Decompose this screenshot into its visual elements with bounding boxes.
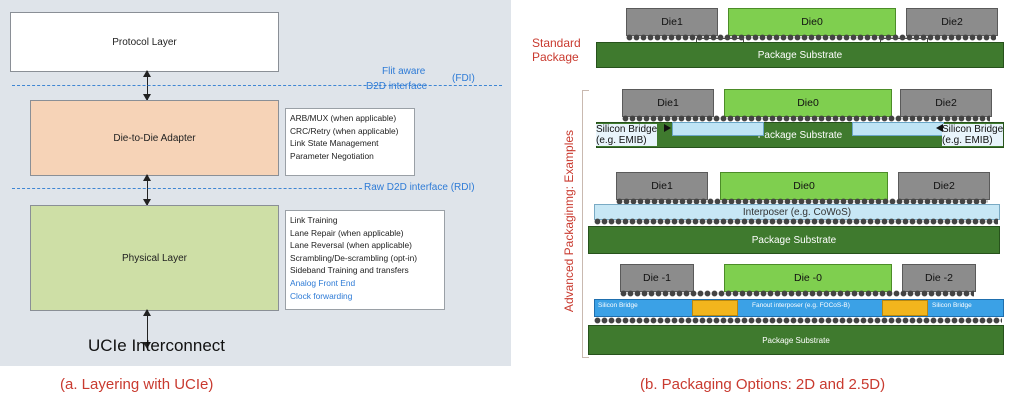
adapter-layer-label: Die-to-Die Adapter xyxy=(113,132,196,144)
emib-bumps xyxy=(622,115,990,122)
cowos-die1: Die1 xyxy=(616,172,708,200)
std-die0: Die0 xyxy=(728,8,896,36)
fo-bottom-bumps xyxy=(594,317,1002,324)
physical-function-analog: Analog Front End xyxy=(290,277,356,288)
cowos-die0: Die0 xyxy=(720,172,888,200)
adapter-function: Parameter Negotiation xyxy=(290,150,374,161)
rdi-arrow xyxy=(143,174,151,206)
fdi-abbr: (FDI) xyxy=(452,73,475,84)
protocol-layer-label: Protocol Layer xyxy=(112,36,177,48)
cowos-top-bumps xyxy=(616,198,988,205)
emib-bridge-right xyxy=(852,122,944,136)
std-bumps xyxy=(626,34,996,41)
layering-caption: (a. Layering with UCIe) xyxy=(60,376,214,393)
cowos-substrate: Package Substrate xyxy=(588,226,1000,254)
emib-bridge-left xyxy=(672,122,764,136)
fdi-dashed-line xyxy=(12,85,502,86)
fo-bridge-left-label: Silicon Bridge xyxy=(598,302,638,309)
physical-layer-box: Physical Layer xyxy=(30,205,279,311)
emib-arrow-left-icon xyxy=(664,124,671,132)
adapter-layer-box: Die-to-Die Adapter xyxy=(30,100,279,176)
packaging-caption: (b. Packaging Options: 2D and 2.5D) xyxy=(640,376,886,393)
standard-package-label: Standard Package xyxy=(532,36,581,64)
physical-function: Scrambling/De-scrambling (opt-in) xyxy=(290,252,418,263)
protocol-layer-box: Protocol Layer xyxy=(10,12,279,72)
physical-function: Sideband Training and transfers xyxy=(290,265,409,276)
physical-functions-box: Link Training Lane Repair (when applicab… xyxy=(285,210,445,310)
packaging-panel: Standard Package Advanced Packaginmg: Ex… xyxy=(512,0,1024,366)
emib-die1: Die1 xyxy=(622,89,714,117)
cowos-bottom-bumps xyxy=(594,218,998,225)
emib-die0: Die0 xyxy=(724,89,892,117)
fo-die1: Die -1 xyxy=(620,264,694,292)
rdi-label: Raw D2D interface (RDI) xyxy=(364,182,475,193)
fo-interposer-label: Fanout interposer (e.g. FOCoS-B) xyxy=(752,302,850,309)
physical-function: Lane Reversal (when applicable) xyxy=(290,240,412,251)
fo-bridge-right-label: Silicon Bridge xyxy=(932,302,972,309)
layering-panel: Protocol Layer Flit aware D2D interface … xyxy=(0,0,511,366)
fo-bridge-right xyxy=(882,300,928,316)
fdi-label-line2: D2D interface xyxy=(366,81,428,92)
physical-function: Lane Repair (when applicable) xyxy=(290,227,404,238)
adapter-function: ARB/MUX (when applicable) xyxy=(290,113,397,123)
std-substrate: Package Substrate xyxy=(596,42,1004,68)
adapter-function: Link State Management xyxy=(290,138,379,149)
fo-top-bumps xyxy=(620,290,974,297)
fo-bridge-left xyxy=(692,300,738,316)
fo-substrate: Package Substrate xyxy=(588,325,1004,355)
advanced-packaging-label: Advanced Packaginmg: Examples xyxy=(562,129,576,313)
fo-die0: Die -0 xyxy=(724,264,892,292)
emib-arrow-right-icon xyxy=(936,124,943,132)
advanced-bracket xyxy=(582,90,589,358)
adapter-function: CRC/Retry (when applicable) xyxy=(290,125,399,136)
cowos-die2: Die2 xyxy=(898,172,990,200)
emib-die2: Die2 xyxy=(900,89,992,117)
std-die2: Die2 xyxy=(906,8,998,36)
physical-layer-label: Physical Layer xyxy=(121,252,188,264)
physical-function-clock: Clock forwarding xyxy=(290,290,353,301)
physical-function: Link Training xyxy=(290,215,338,225)
interconnect-arrow xyxy=(143,309,151,349)
adapter-functions-box: ARB/MUX (when applicable) CRC/Retry (whe… xyxy=(285,108,415,176)
emib-bridge-right-label: Silicon Bridge (e.g. EMIB) xyxy=(942,124,1004,146)
rdi-dashed-line xyxy=(12,188,362,189)
interconnect-label: UCIe Interconnect xyxy=(88,336,226,355)
fo-die2: Die -2 xyxy=(902,264,976,292)
fdi-label: Flit aware xyxy=(382,66,426,77)
emib-bridge-left-label: Silicon Bridge (e.g. EMIB) xyxy=(596,124,658,146)
std-die1: Die1 xyxy=(626,8,718,36)
